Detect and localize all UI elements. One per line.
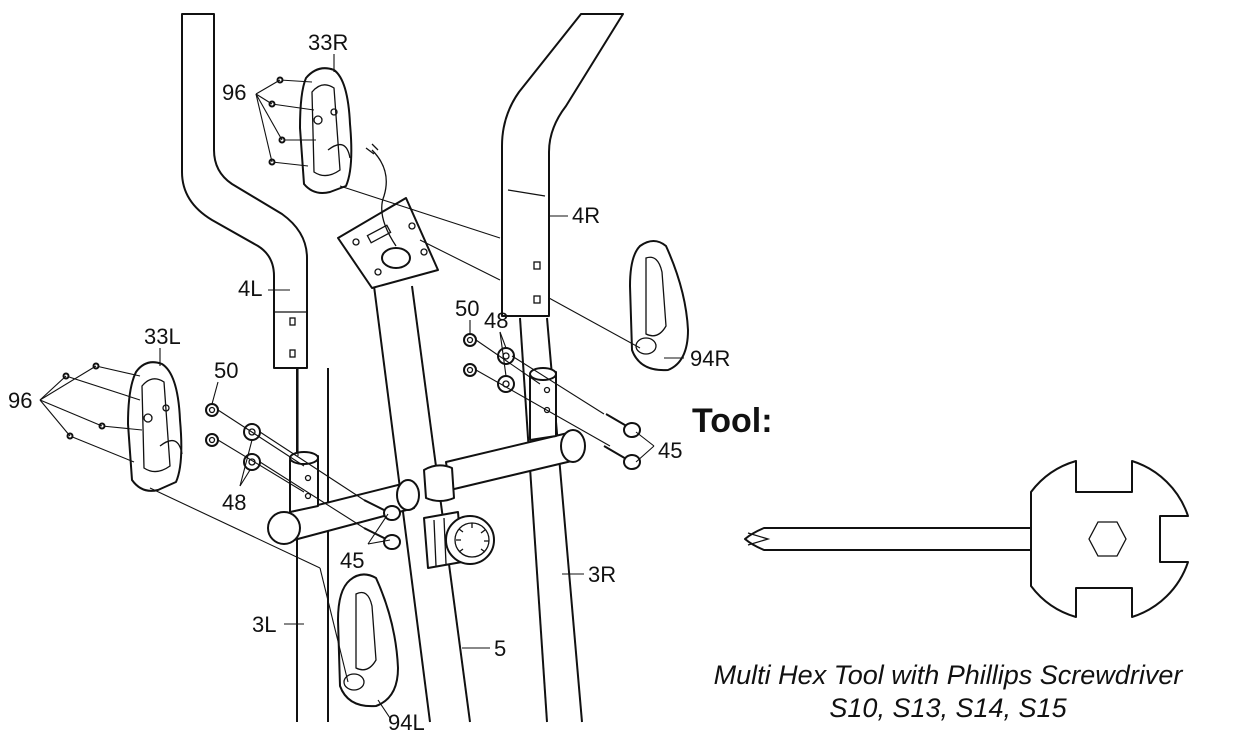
label-33L: 33L bbox=[144, 324, 181, 349]
label-94L: 94L bbox=[388, 710, 425, 735]
tension-knob bbox=[423, 511, 495, 569]
label-50-left: 50 bbox=[214, 358, 238, 383]
tool-title: Tool: bbox=[692, 402, 773, 440]
label-48-left: 48 bbox=[222, 490, 246, 515]
label-45-right: 45 bbox=[658, 438, 682, 463]
tool-caption-line2: S10, S13, S14, S15 bbox=[829, 693, 1067, 723]
part-labels: 33R 96 4R 4L 50 48 33L 94R 50 96 45 48 4… bbox=[8, 30, 730, 735]
label-4L: 4L bbox=[238, 276, 262, 301]
pivot-crossbar bbox=[267, 367, 586, 545]
end-cap-94L bbox=[337, 573, 399, 708]
label-leaders bbox=[39, 54, 684, 719]
bolts-45-right bbox=[603, 413, 641, 470]
label-96-upper: 96 bbox=[222, 80, 246, 105]
label-3L: 3L bbox=[252, 612, 276, 637]
multi-hex-tool-icon bbox=[744, 460, 1189, 618]
label-50-right: 50 bbox=[455, 296, 479, 321]
end-cap-94R bbox=[629, 240, 689, 372]
label-96-lower: 96 bbox=[8, 388, 32, 413]
label-33R: 33R bbox=[308, 30, 348, 55]
label-94R: 94R bbox=[690, 346, 730, 371]
right-handlebar-tube-4R bbox=[501, 13, 624, 317]
tool-caption-line1: Multi Hex Tool with Phillips Screwdriver bbox=[714, 660, 1184, 690]
console-bracket bbox=[337, 143, 439, 289]
label-5: 5 bbox=[494, 636, 506, 661]
nuts-washers-right bbox=[463, 333, 515, 393]
label-4R: 4R bbox=[572, 203, 600, 228]
left-lower-arm-3L bbox=[296, 368, 329, 722]
label-3R: 3R bbox=[588, 562, 616, 587]
assembly-guide-lines bbox=[149, 185, 641, 683]
bolts-45-left bbox=[363, 499, 401, 550]
label-45-left: 45 bbox=[340, 548, 364, 573]
handle-cover-33L bbox=[127, 361, 183, 492]
left-handlebar-tube-4L bbox=[181, 13, 308, 369]
screws-96-lower bbox=[62, 362, 143, 463]
label-48-right: 48 bbox=[484, 308, 508, 333]
handle-cover-33R bbox=[299, 67, 353, 194]
